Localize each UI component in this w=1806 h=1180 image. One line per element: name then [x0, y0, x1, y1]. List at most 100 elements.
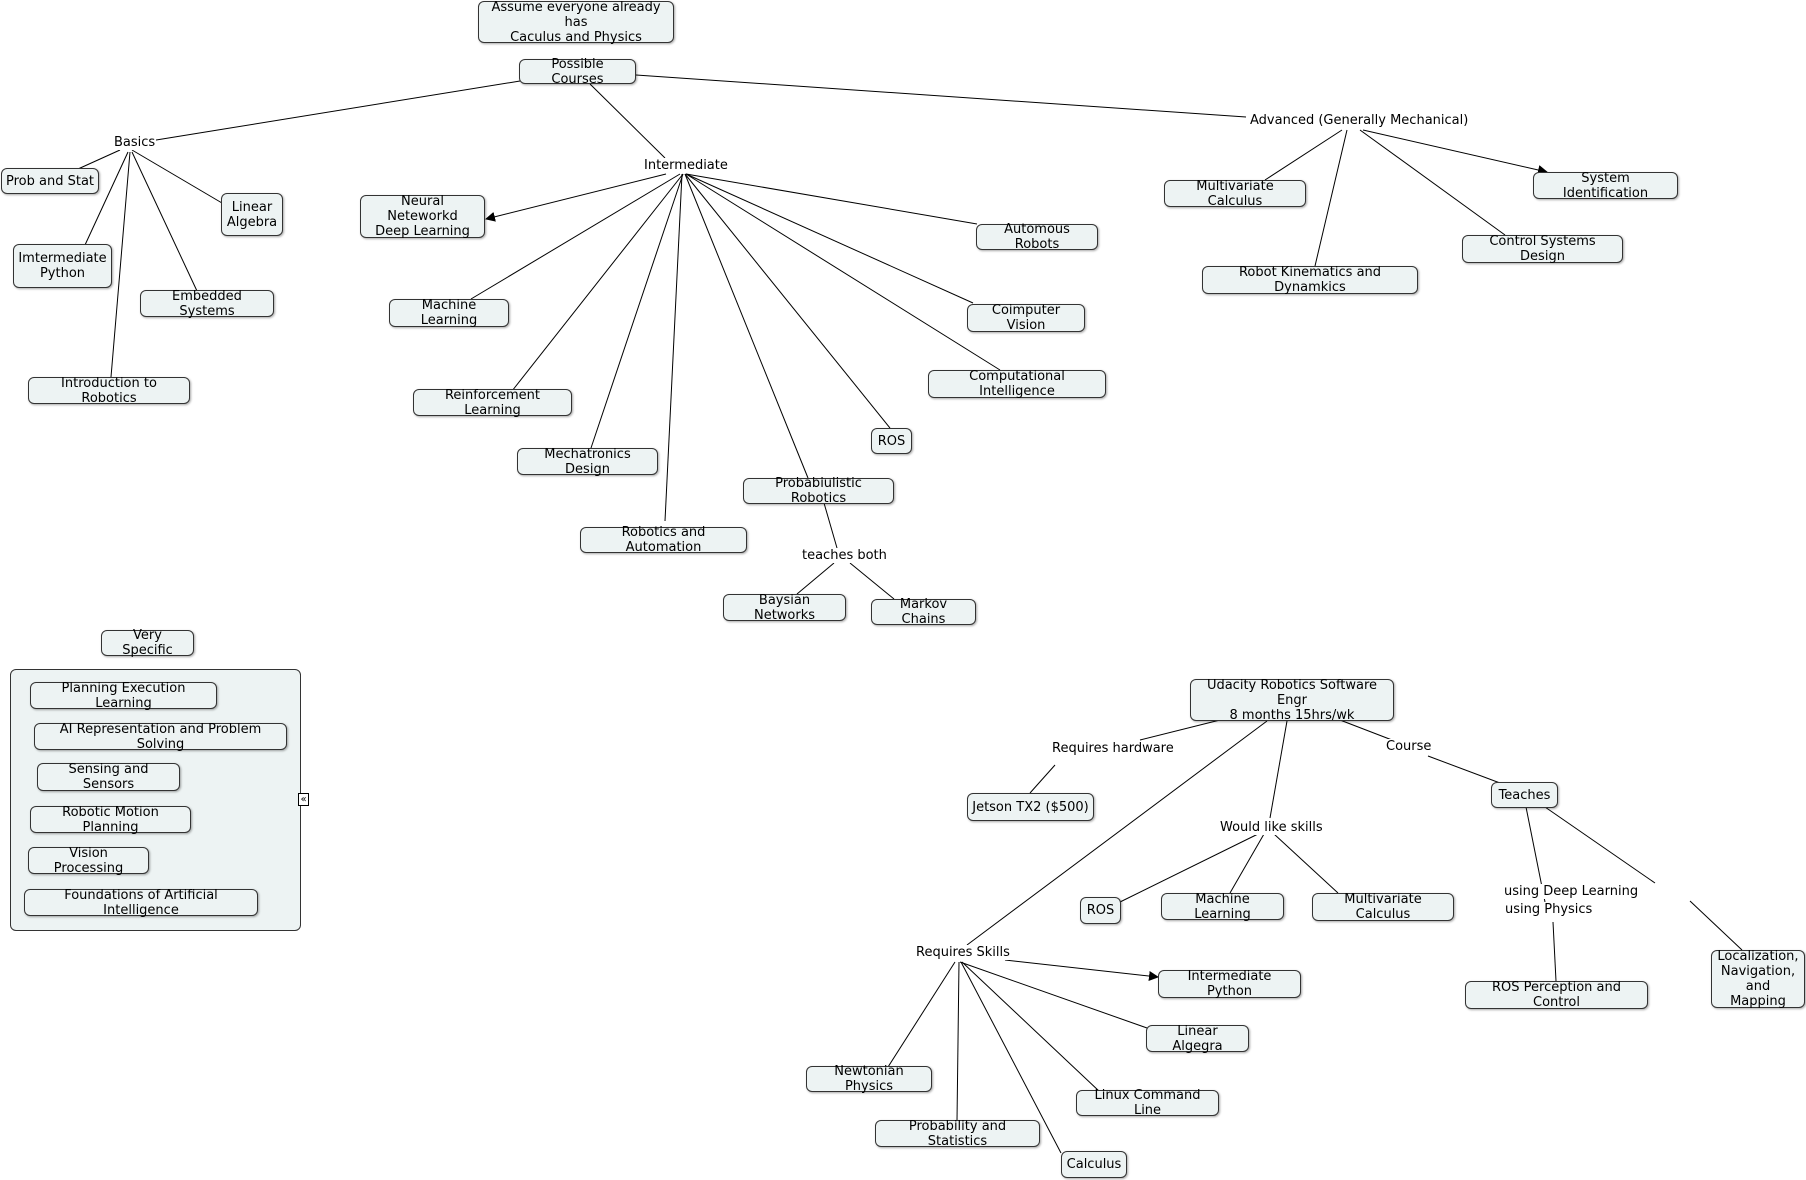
edge: [485, 173, 667, 222]
node-machine-learning-udacity[interactable]: Machine Learning: [1161, 892, 1284, 922]
label-using-physics: using Physics: [1504, 902, 1594, 917]
node-ros-udacity[interactable]: ROS: [1080, 897, 1121, 924]
node-robotics-and-automation[interactable]: Robotics and Automation: [580, 525, 747, 555]
edge: [966, 720, 1268, 946]
label-using-deep-learning: using Deep Learning: [1503, 884, 1640, 899]
edge: [1689, 900, 1743, 951]
edge: [1264, 129, 1343, 181]
node-probability-statistics[interactable]: Probability and Statistics: [875, 1119, 1040, 1149]
edge: [590, 173, 684, 449]
node-localization[interactable]: Localization, Navigation, and Mapping: [1711, 949, 1805, 1009]
edge: [1139, 719, 1221, 741]
node-machine-learning[interactable]: Machine Learning: [389, 298, 509, 328]
group-very-specific: [10, 669, 301, 931]
edge: [959, 961, 1148, 1029]
edge: [1544, 806, 1656, 884]
node-control-systems-design[interactable]: Control Systems Design: [1462, 234, 1623, 264]
node-possible-courses[interactable]: Possible Courses: [519, 57, 636, 87]
label-teaches-both: teaches both: [801, 548, 888, 563]
node-computer-vision[interactable]: Coimputer Vision: [967, 303, 1085, 333]
edge: [1339, 719, 1393, 741]
edge: [1427, 755, 1501, 784]
node-multivariate-calculus[interactable]: Multivariate Calculus: [1164, 179, 1306, 209]
edge: [1362, 129, 1548, 175]
edge: [1269, 720, 1288, 819]
edge: [685, 173, 978, 225]
edge: [685, 173, 1001, 371]
node-sensing-and-sensors[interactable]: Sensing and Sensors: [37, 762, 180, 792]
node-system-identification[interactable]: System Identification: [1533, 171, 1678, 201]
node-planning-execution-learning[interactable]: Planning Execution Learning: [30, 681, 217, 711]
node-mechatronics-design[interactable]: Mechatronics Design: [517, 447, 658, 477]
edge: [823, 502, 838, 549]
node-intermediate-python-udacity[interactable]: Intermediate Python: [1158, 969, 1301, 999]
label-requires-skills: Requires Skills: [915, 945, 1011, 960]
edge: [684, 173, 809, 479]
node-bayesian-networks[interactable]: Baysian Networks: [723, 593, 846, 623]
node-autonomous-robots[interactable]: Automous Robots: [976, 222, 1098, 252]
node-ros-perception[interactable]: ROS Perception and Control: [1465, 980, 1648, 1010]
edge: [960, 961, 1062, 1154]
node-jetson-tx2[interactable]: Jetson TX2 ($500): [967, 793, 1094, 821]
node-calculus[interactable]: Calculus: [1061, 1151, 1127, 1178]
edge: [511, 173, 684, 392]
node-intermediate-python[interactable]: Imtermediate Python: [13, 244, 112, 288]
edge: [77, 149, 121, 170]
edge: [664, 173, 683, 522]
node-robot-kinematics[interactable]: Robot Kinematics and Dynamkics: [1202, 265, 1418, 295]
node-newtonian-physics[interactable]: Newtonian Physics: [806, 1064, 932, 1094]
edge: [149, 80, 521, 142]
edge: [1552, 921, 1557, 982]
edge: [589, 83, 666, 159]
edge: [635, 74, 1247, 118]
edge: [684, 173, 891, 429]
edge: [84, 151, 129, 246]
node-udacity-robotics[interactable]: Udacity Robotics Software Engr 8 months …: [1190, 678, 1394, 723]
edge: [131, 149, 223, 204]
node-ros[interactable]: ROS: [871, 428, 912, 454]
node-prob-and-stat[interactable]: Prob and Stat: [1, 168, 99, 194]
node-computational-intelligence[interactable]: Computational Intelligence: [928, 369, 1106, 399]
edge: [887, 961, 956, 1068]
edge: [796, 562, 835, 595]
node-vision-processing[interactable]: Vision Processing: [28, 846, 149, 876]
label-requires-hardware: Requires hardware: [1051, 741, 1175, 756]
node-probabilistic-robotics[interactable]: Probabiulistic Robotics: [743, 476, 894, 506]
edge: [849, 562, 895, 600]
edge: [956, 961, 960, 1122]
node-foundations-of-ai[interactable]: Foundations of Artificial Intelligence: [24, 888, 258, 918]
edge: [131, 151, 198, 292]
label-would-like-skills: Would like skills: [1219, 820, 1324, 835]
edge: [961, 961, 1101, 1093]
edge: [1029, 764, 1056, 794]
edge: [470, 173, 681, 300]
edge: [1229, 833, 1265, 894]
node-linear-algebra-udacity[interactable]: Linear Algegra: [1146, 1024, 1249, 1054]
edge: [1117, 833, 1259, 904]
node-teaches[interactable]: Teaches: [1491, 782, 1558, 808]
node-robotic-motion-planning[interactable]: Robotic Motion Planning: [30, 805, 191, 835]
label-advanced: Advanced (Generally Mechanical): [1249, 113, 1470, 128]
edge: [1273, 833, 1339, 894]
node-linear-algebra[interactable]: Linear Algebra: [221, 193, 283, 236]
node-linux-command-line[interactable]: Linux Command Line: [1076, 1088, 1219, 1118]
edge: [1004, 959, 1159, 981]
node-reinforcement-learning[interactable]: Reinforcement Learning: [413, 388, 572, 418]
node-very-specific[interactable]: Very Specific: [101, 628, 194, 658]
label-intermediate: Intermediate: [643, 158, 729, 173]
edge: [685, 173, 974, 304]
node-introduction-to-robotics[interactable]: Introduction to Robotics: [28, 376, 190, 406]
note-assumption: Assume everyone already has Caculus and …: [478, 0, 674, 45]
edge: [1314, 129, 1348, 267]
collapse-toggle-icon[interactable]: «: [298, 793, 309, 806]
edge: [1359, 129, 1506, 236]
label-course: Course: [1385, 739, 1433, 754]
edge: [110, 151, 131, 378]
node-ai-representation[interactable]: AI Representation and Problem Solving: [34, 722, 287, 752]
node-embedded-systems[interactable]: Embedded Systems: [140, 289, 274, 319]
node-neural-networks[interactable]: Neural Neteworkd Deep Learning: [360, 194, 485, 239]
label-basics: Basics: [113, 135, 157, 150]
node-markov-chains[interactable]: Markov Chains: [871, 597, 976, 627]
node-multivariate-calculus-udacity[interactable]: Multivariate Calculus: [1312, 892, 1454, 922]
